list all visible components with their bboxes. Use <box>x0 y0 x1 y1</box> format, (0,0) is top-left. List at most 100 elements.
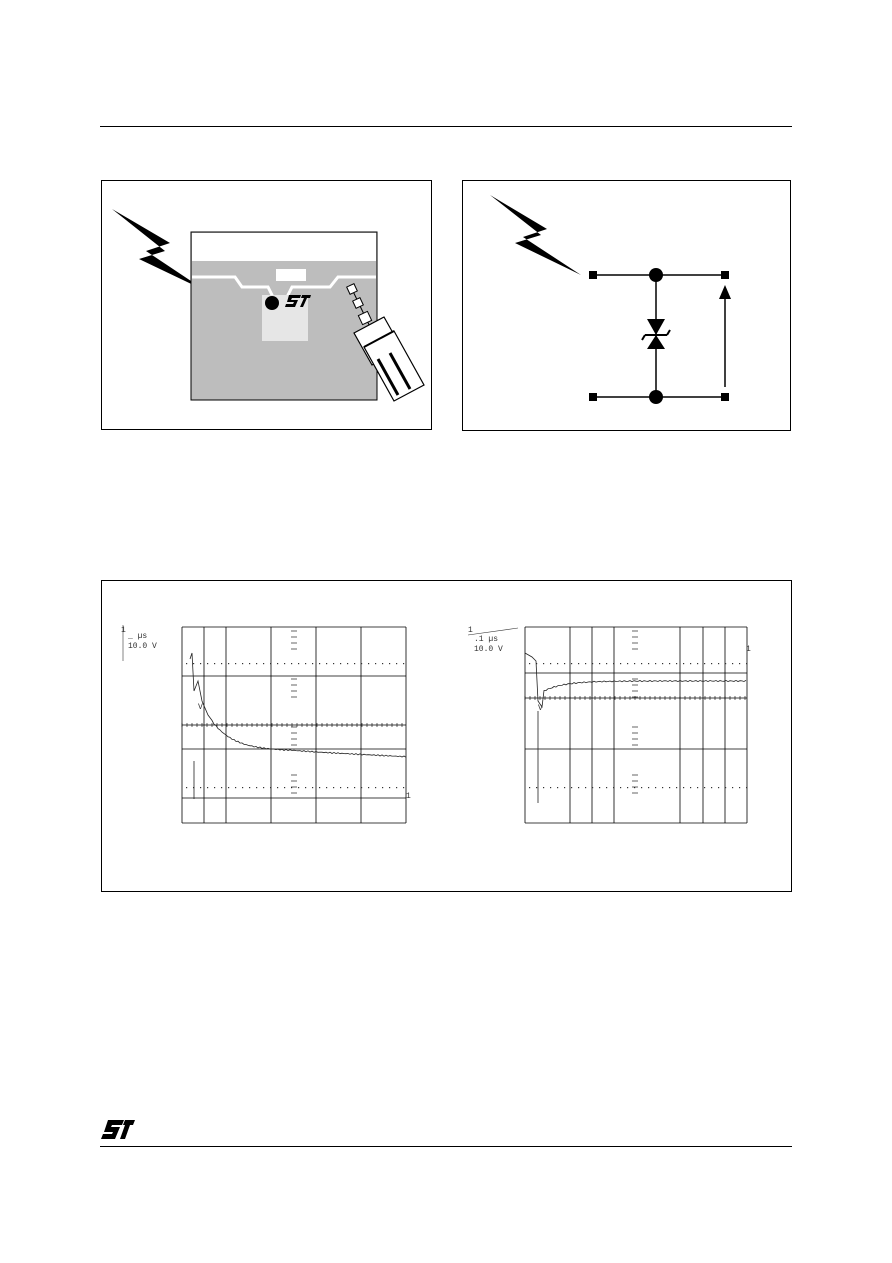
grid-dot <box>592 787 594 789</box>
grid-dot <box>732 663 734 665</box>
grid-dot <box>242 787 244 789</box>
grid-dot <box>718 787 720 789</box>
scope-right: 1 .1 µs 10.0 V V 1 <box>467 626 751 824</box>
grid-dot <box>669 663 671 665</box>
grid-dot <box>746 787 748 789</box>
grid-dot <box>333 787 335 789</box>
grid-dot <box>529 663 531 665</box>
grid-dot <box>326 787 328 789</box>
grid-dot <box>228 663 230 665</box>
lightning-icon <box>112 209 206 291</box>
esd-gun-icon <box>346 283 425 402</box>
grid-dot <box>319 787 321 789</box>
grid-dot <box>662 663 664 665</box>
esd-test-setup-figure <box>101 180 432 430</box>
grid-dot <box>557 787 559 789</box>
grid-dot <box>375 663 377 665</box>
grid-dot <box>711 787 713 789</box>
grid-dot <box>186 663 188 665</box>
grid-dot <box>221 663 223 665</box>
grid-dot <box>648 787 650 789</box>
grid-dot <box>655 787 657 789</box>
grid-dot <box>711 663 713 665</box>
grid-dot <box>683 787 685 789</box>
grid-dot <box>263 663 265 665</box>
grid-dot <box>620 663 622 665</box>
grid-dot <box>340 787 342 789</box>
grid-dot <box>683 663 685 665</box>
grid-dot <box>389 663 391 665</box>
grid-dot <box>641 663 643 665</box>
grid-dot <box>193 663 195 665</box>
grid-dot <box>312 787 314 789</box>
grid-dot <box>354 663 356 665</box>
grid-dot <box>298 787 300 789</box>
pcb-trace <box>192 275 276 300</box>
grid-dot <box>249 663 251 665</box>
grid-dot <box>277 787 279 789</box>
pcb-component <box>276 269 306 281</box>
grid-dot <box>690 787 692 789</box>
grid-dot <box>599 787 601 789</box>
grid-dot <box>186 787 188 789</box>
grid-dot <box>739 787 741 789</box>
grid-dot <box>284 663 286 665</box>
voltage-arrow <box>719 285 731 387</box>
grid-dot <box>536 787 538 789</box>
grid-dot <box>221 787 223 789</box>
grid-dot <box>396 787 398 789</box>
scope-right-grid <box>524 626 748 824</box>
grid-dot <box>725 787 727 789</box>
header-rule <box>100 126 792 127</box>
grid-dot <box>676 663 678 665</box>
scope-left: 1 _ µs 10.0 V V 1 <box>121 625 411 824</box>
circuit-node <box>649 268 663 282</box>
grid-dot <box>291 787 293 789</box>
grid-dot <box>249 787 251 789</box>
grid-dot <box>585 787 587 789</box>
scope-left-trace <box>189 652 407 758</box>
terminal <box>721 393 729 401</box>
grid-dot <box>270 787 272 789</box>
grid-dot <box>627 787 629 789</box>
grid-dot <box>200 663 202 665</box>
grid-dot <box>669 787 671 789</box>
grid-dot <box>648 663 650 665</box>
grid-dot <box>557 663 559 665</box>
scope-left-volts-div: 10.0 V <box>128 642 157 651</box>
scope-right-trace-letter: V <box>538 704 543 713</box>
scope-left-grid <box>181 626 407 824</box>
grid-dot <box>263 787 265 789</box>
grid-dot <box>627 663 629 665</box>
grid-dot <box>347 787 349 789</box>
grid-dot <box>200 787 202 789</box>
equivalent-circuit-figure <box>462 180 791 431</box>
grid-dot <box>270 663 272 665</box>
grid-dot <box>361 663 363 665</box>
grid-dot <box>662 787 664 789</box>
grid-dot <box>256 787 258 789</box>
grid-dot <box>690 663 692 665</box>
scope-right-timebase: .1 µs <box>474 635 498 644</box>
grid-dot <box>235 787 237 789</box>
scope-right-trace <box>524 652 747 709</box>
terminal <box>721 271 729 279</box>
grid-dot <box>312 663 314 665</box>
grid-dot <box>298 663 300 665</box>
grid-dot <box>676 787 678 789</box>
grid-dot <box>284 787 286 789</box>
grid-dot <box>606 663 608 665</box>
grid-dot <box>704 787 706 789</box>
grid-dot <box>291 663 293 665</box>
grid-dot <box>536 663 538 665</box>
grid-dot <box>277 663 279 665</box>
scope-right-channel-marker: 1 <box>468 626 473 635</box>
grid-dot <box>746 663 748 665</box>
grid-dot <box>396 663 398 665</box>
grid-dot <box>235 663 237 665</box>
grid-dot <box>718 663 720 665</box>
footer-rule <box>100 1146 792 1147</box>
grid-dot <box>704 663 706 665</box>
grid-dot <box>655 663 657 665</box>
grid-dot <box>389 787 391 789</box>
